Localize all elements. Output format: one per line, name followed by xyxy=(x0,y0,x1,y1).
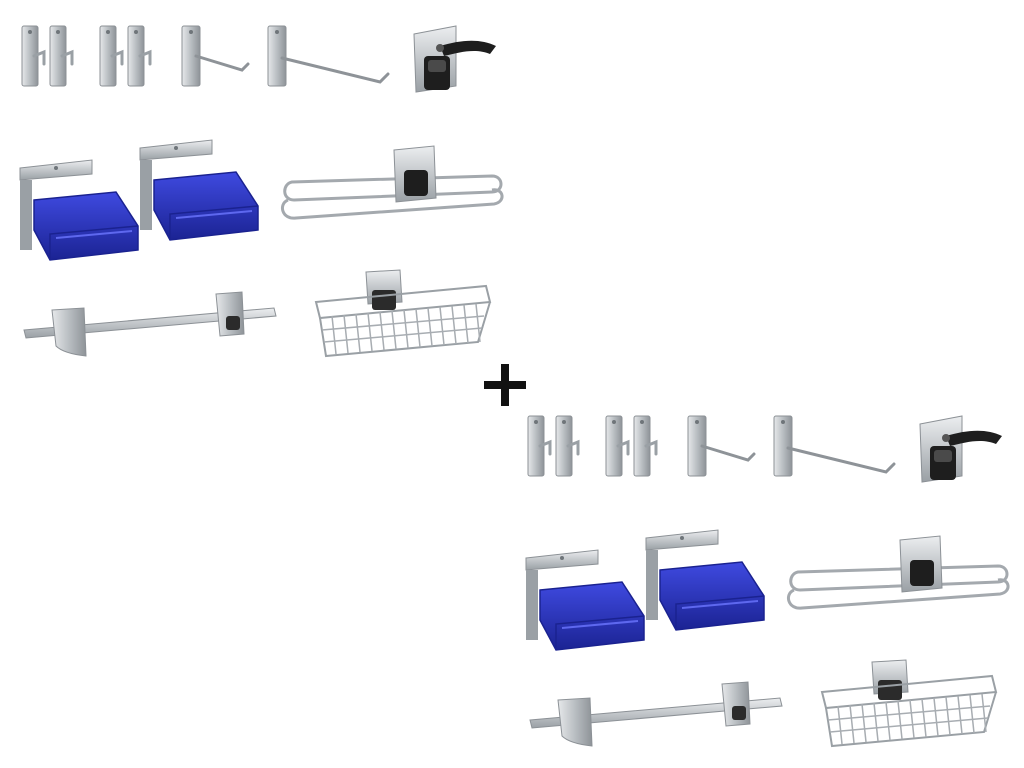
plus-icon xyxy=(482,362,528,408)
storage-kit-bottom-right xyxy=(506,390,1006,750)
storage-kit-illustration xyxy=(506,390,1016,760)
storage-kit-illustration xyxy=(0,0,510,370)
storage-kit-top-left xyxy=(0,0,500,360)
kit-items xyxy=(526,416,1008,746)
kit-items xyxy=(20,26,502,356)
